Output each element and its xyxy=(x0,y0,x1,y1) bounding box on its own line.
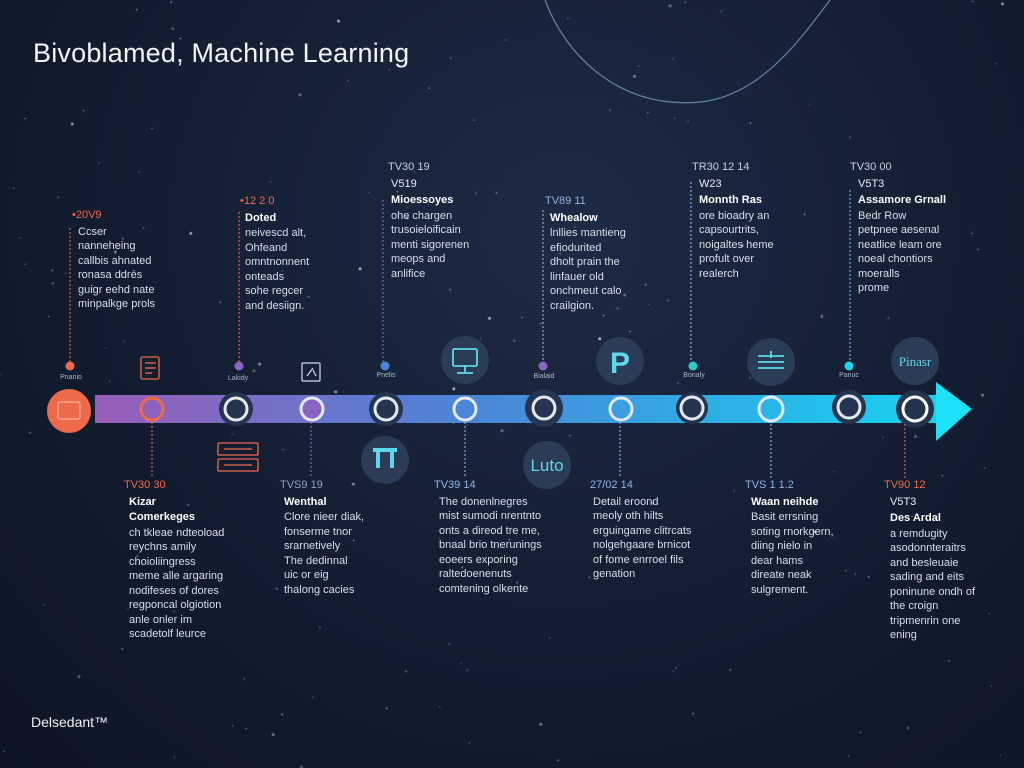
timeline-arrowhead xyxy=(936,382,972,441)
timeline-node xyxy=(452,396,478,422)
upper-event: TR30 12 14 W23 Monnth Ras ore bioadry an… xyxy=(692,160,817,281)
lower-event: TV39 14 The donenlnegres mist sumodi nre… xyxy=(434,478,569,596)
luto-icon-badge: Luto xyxy=(523,441,571,489)
event-version: V5T3 xyxy=(858,177,885,190)
event-description: lnllies mantieng efiodurited dholt prain… xyxy=(550,227,626,312)
sliders-icon-badge xyxy=(747,338,795,386)
lower-event: TVS9 19 Wenthal Clore nieer diak, fonser… xyxy=(280,478,410,597)
timeline-node xyxy=(139,396,165,422)
timeline-node xyxy=(896,390,934,428)
timeline-start-node xyxy=(47,389,91,433)
timeline-node xyxy=(832,390,866,424)
upper-event: TV89 11 Whealow lnllies mantieng efiodur… xyxy=(545,194,670,313)
upper-dot-labels: Pnanio Lakidy Pnelis Bialaid Bonaly Panu… xyxy=(60,372,859,382)
event-name: Mioessoyes xyxy=(391,194,454,206)
timeline-node xyxy=(525,389,563,427)
event-version: W23 xyxy=(699,177,722,190)
letter-p-icon-badge: P xyxy=(596,337,644,385)
event-date: TV30 00 xyxy=(850,161,892,173)
event-description: neivescd alt, Ohfeand omntnonnent ontead… xyxy=(245,227,310,312)
upper-event: •20V9 Ccser nanneheing callbis ahnated r… xyxy=(72,208,187,312)
lower-event: 27/02 14 Detail eroond meoly oth hilts e… xyxy=(590,478,725,582)
event-version: Kizar xyxy=(129,495,156,508)
dot-label: Panuc xyxy=(839,372,859,379)
event-description: Bedr Row petpnee aesenal neatlice leam o… xyxy=(858,209,942,295)
dot-label: Lakidy xyxy=(228,375,249,382)
event-name: Comerkeges xyxy=(129,511,196,523)
event-description: Basit errsning soting rnorkgern, diing n… xyxy=(751,511,834,596)
event-date: TVS 1 1.2 xyxy=(745,479,794,491)
dot-label: Bonaly xyxy=(683,372,705,379)
monitor-icon-badge xyxy=(441,336,489,384)
timeline-node xyxy=(757,395,785,423)
pinasr-icon-text: Pinasr xyxy=(899,354,932,369)
columns-icon-badge xyxy=(361,436,409,484)
event-version: V5T3 xyxy=(890,495,917,508)
brand-logo-text: Delsedant™ xyxy=(31,714,109,730)
timeline-nodes xyxy=(139,389,934,428)
event-name: Doted xyxy=(245,211,277,224)
event-name: Monnth Ras xyxy=(699,194,762,206)
event-name: Wenthal xyxy=(284,495,327,508)
event-description: The donenlnegres mist sumodi nrentnto on… xyxy=(439,495,542,595)
pinasr-icon-badge: Pinasr xyxy=(891,337,939,385)
timeline-node xyxy=(608,396,634,422)
event-version: V519 xyxy=(391,177,417,190)
event-date: TV30 30 xyxy=(124,479,166,491)
event-description: ohe chargen trusoieloificain menti sigor… xyxy=(391,209,470,280)
event-date: TV39 14 xyxy=(434,479,476,491)
start-node-glyph xyxy=(57,401,81,420)
event-date: •12 2 0 xyxy=(240,195,275,207)
timeline-node xyxy=(676,392,708,424)
event-date: •20V9 xyxy=(72,209,102,221)
event-description: Detail eroond meoly oth hilts erguingame… xyxy=(593,495,692,581)
document-stack-icon xyxy=(140,356,160,380)
upper-event: TV30 00 V5T3 Assamore Grnall Bedr Row pe… xyxy=(850,160,980,296)
event-date: 27/02 14 xyxy=(590,479,633,491)
timeline-node xyxy=(369,392,403,426)
event-name: Des Ardal xyxy=(890,512,941,524)
lower-event: TV30 30 Kizar Comerkeges ch tkleae ndteo… xyxy=(124,478,254,642)
upper-connector-dots xyxy=(65,361,854,371)
letter-p-icon: P xyxy=(610,347,630,380)
dot-label: Pnanio xyxy=(60,374,82,381)
event-name: Waan neihde xyxy=(751,495,819,508)
event-date: TR30 12 14 xyxy=(692,161,750,173)
event-name: Whealow xyxy=(550,211,598,224)
event-description: Clore nieer diak, fonserme tnor srarneti… xyxy=(284,511,365,596)
lower-event: TV90 12 V5T3 Des Ardal a remdugity asodo… xyxy=(884,478,1009,643)
network-board-icon xyxy=(217,442,259,472)
event-description: Ccser nanneheing callbis ahnated ronasa … xyxy=(78,225,156,311)
connector-lines xyxy=(69,182,906,478)
orbit-arc xyxy=(544,0,831,104)
dot-label: Bialaid xyxy=(533,373,554,380)
event-date: TVS9 19 xyxy=(280,479,323,491)
event-description: ch tkleae ndteoload reychns amily choiol… xyxy=(129,526,225,641)
event-description: ore bioadry an capsourtrits, noigaltes h… xyxy=(699,209,774,280)
timeline-node xyxy=(219,392,253,426)
lower-event: TVS 1 1.2 Waan neihde Basit errsning sot… xyxy=(745,478,875,597)
upper-event: •12 2 0 Doted neivescd alt, Ohfeand omnt… xyxy=(240,194,360,313)
page-title: Bivoblamed, Machine Learning xyxy=(33,38,410,68)
event-date: TV90 12 xyxy=(884,479,926,491)
upper-event: TV30 19 V519 Mioessoyes ohe chargen trus… xyxy=(388,160,513,281)
dot-label: Pnelis xyxy=(376,372,396,379)
slash-box-icon xyxy=(301,362,321,382)
event-name: Assamore Grnall xyxy=(858,194,947,206)
event-description: a remdugity asodonnteraitrs and besleuai… xyxy=(890,527,976,642)
event-date: TV30 19 xyxy=(388,161,430,173)
timeline-node xyxy=(299,396,325,422)
luto-icon-text: Luto xyxy=(530,456,563,475)
event-date: TV89 11 xyxy=(545,195,586,207)
